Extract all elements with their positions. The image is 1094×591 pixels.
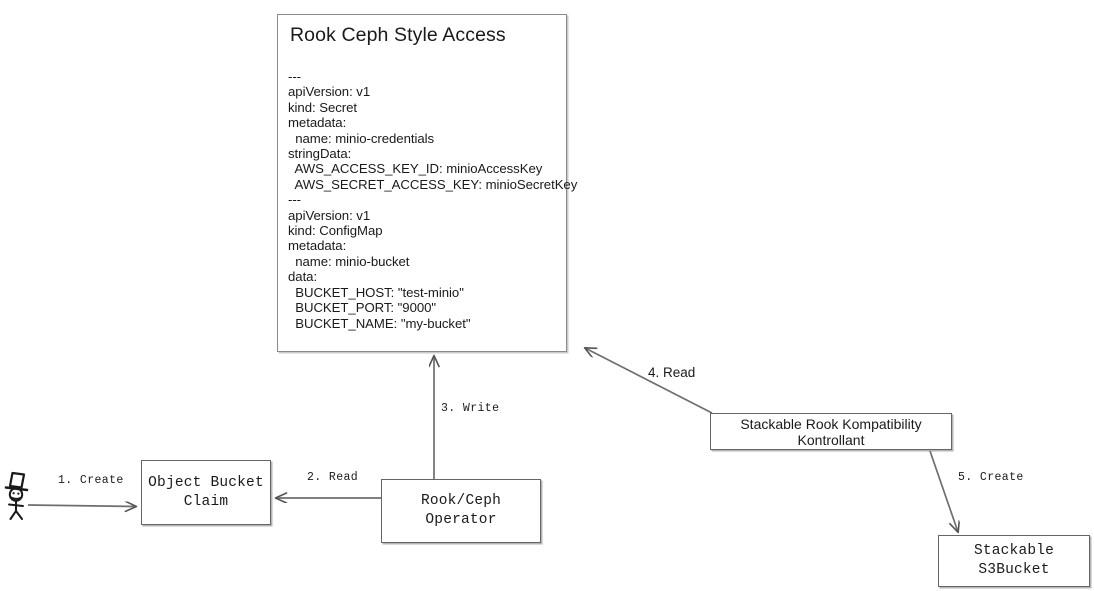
edge-5-create-label: 5. Create [958, 471, 1024, 484]
node-stackable-s3bucket[interactable]: Stackable S3Bucket [938, 535, 1090, 587]
node-stackable-rook-kompatibility-kontrollant[interactable]: Stackable Rook Kompatibility Kontrollant [710, 413, 952, 450]
edge-3-write-label: 3. Write [441, 402, 500, 415]
edge-5-create-arrow [929, 450, 958, 532]
node-rook-ceph-operator-label: Rook/Ceph Operator [420, 493, 502, 528]
node-stackable-s3bucket-label: Stackable S3Bucket [973, 543, 1055, 578]
stick-figure-with-top-hat-icon [4, 471, 29, 520]
edge-2-read-label: 2. Read [307, 471, 359, 484]
panel-yaml-content: --- apiVersion: v1 kind: Secret metadata… [288, 69, 578, 331]
edge-4-read-label: 4. Read [648, 365, 696, 380]
node-rook-ceph-operator[interactable]: Rook/Ceph Operator [381, 479, 541, 543]
node-object-bucket-claim[interactable]: Object Bucket Claim [141, 460, 271, 525]
edge-4-read-arrow [585, 348, 713, 414]
panel-title: Rook Ceph Style Access [290, 24, 506, 46]
edge-1-create-arrow [27, 505, 136, 507]
rook-ceph-style-access-panel: Rook Ceph Style Access --- apiVersion: v… [277, 14, 578, 352]
node-stackable-rook-kompatibility-kontrollant-label: Stackable Rook Kompatibility Kontrollant [740, 415, 922, 448]
edge-1-create-label: 1. Create [58, 474, 124, 487]
node-object-bucket-claim-label: Object Bucket Claim [148, 474, 264, 510]
